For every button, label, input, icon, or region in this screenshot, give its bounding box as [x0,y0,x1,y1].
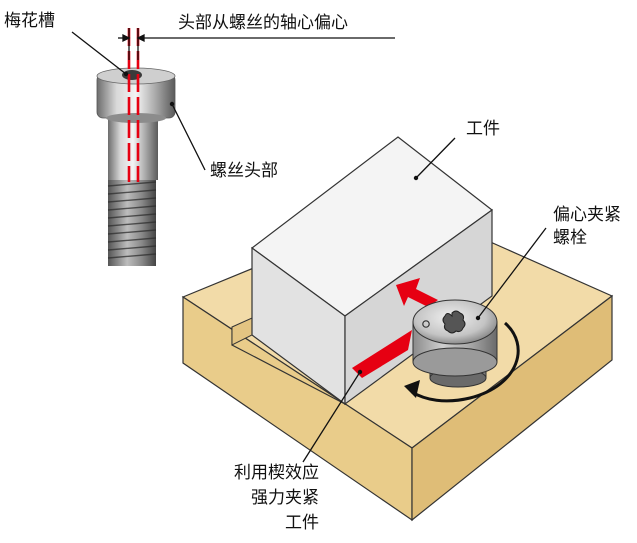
hex-socket-shoulder-screw-icon [96,67,176,266]
curved-rotation-arrow-icon [404,321,520,403]
eccentric-bolt-label-line1: 偏心夹紧 [553,205,621,225]
base-right-face [411,294,613,522]
wedge-label-line1: 利用楔效应 [234,463,319,483]
head-offset-label: 头部从螺丝的轴心偏心 [178,13,348,33]
leader-wedge [302,371,361,463]
wedge-force-icon [352,330,412,378]
offset-dimension [118,28,395,60]
workpiece-block [250,136,494,406]
eccentric-bolt-label-line2: 螺栓 [553,228,587,248]
wedge-label-line2: 强力夹紧 [251,488,319,508]
torx-socket-icon [442,310,466,334]
bolt-mark-icon [422,320,430,328]
torx-slot-label: 梅花槽 [4,11,55,31]
leader-workpiece [415,137,456,179]
wedge-label-line3: 工件 [285,513,319,533]
leader-torx-slot [71,31,127,75]
workpiece-label: 工件 [466,119,500,139]
red-push-arrow-icon [396,278,438,307]
screw-head-label: 螺丝头部 [210,161,278,181]
leader-eccentric-bolt [477,227,547,319]
torx-eccentric-bolt-icon [412,299,498,388]
leader-screw-head [171,103,206,171]
